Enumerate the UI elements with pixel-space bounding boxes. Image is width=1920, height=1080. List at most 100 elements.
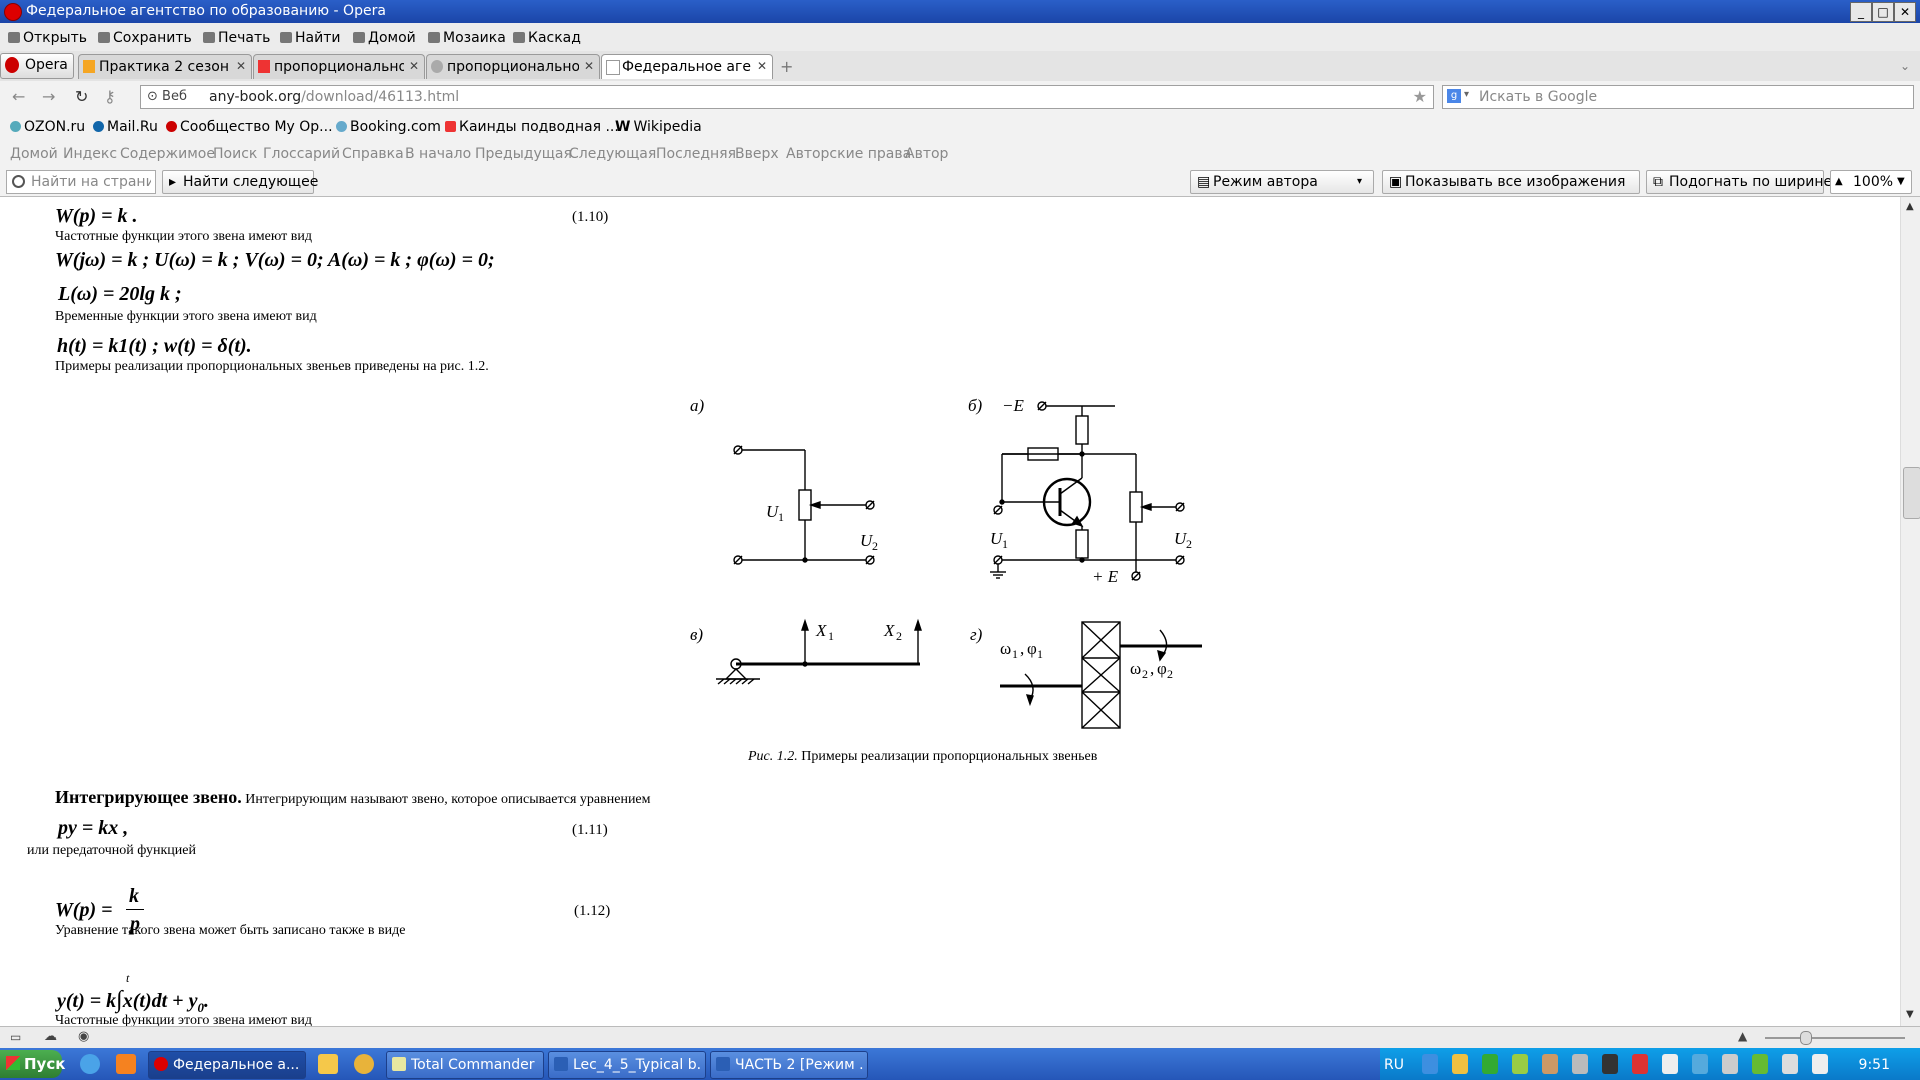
nav-link-help[interactable]: Справка — [342, 146, 404, 162]
monitor-icon[interactable] — [1602, 1054, 1618, 1074]
tray-icon[interactable] — [1422, 1054, 1438, 1074]
minimize-button[interactable]: _ — [1850, 2, 1872, 22]
close-tab-icon[interactable]: ✕ — [756, 59, 767, 73]
forward-button[interactable]: → — [42, 87, 56, 106]
menu-open[interactable]: Открыть — [8, 30, 87, 46]
bookmarks-bar: OZON.ru Mail.Ru Сообщество My Op... Book… — [0, 113, 1920, 141]
nvidia-icon[interactable] — [1752, 1054, 1768, 1074]
tray-icon[interactable] — [1512, 1054, 1528, 1074]
page-icon — [606, 60, 620, 75]
nav-link-index[interactable]: Индекс — [63, 146, 118, 162]
scroll-up-icon[interactable]: ▲ — [1906, 201, 1914, 212]
nav-link-previous[interactable]: Предыдущая — [475, 146, 572, 162]
tab-list-chevron-icon[interactable]: ⌄ — [1900, 59, 1911, 73]
turbo-icon[interactable]: ◉ — [78, 1029, 90, 1044]
zoom-out-icon[interactable]: ▲ — [1738, 1029, 1748, 1043]
zoom-slider-handle[interactable] — [1800, 1031, 1812, 1045]
google-icon[interactable]: g — [1447, 89, 1461, 103]
close-tab-icon[interactable]: ✕ — [235, 59, 246, 73]
panel-label-v: в) — [690, 625, 703, 644]
tray-icon[interactable] — [1722, 1054, 1738, 1074]
yandex-icon — [445, 121, 456, 132]
volume-icon[interactable] — [1662, 1054, 1678, 1074]
folder-icon[interactable] — [318, 1054, 338, 1074]
new-tab-button[interactable]: + — [780, 57, 794, 76]
chrome-icon[interactable] — [354, 1054, 374, 1074]
find-input[interactable]: Найти на странице — [6, 170, 156, 194]
find-next-button[interactable]: ▸ Найти следующее — [162, 170, 318, 194]
bookmark-booking[interactable]: Booking.com — [336, 119, 441, 135]
show-all-images-button[interactable]: ▣ Показывать все изображения — [1382, 170, 1640, 194]
internet-explorer-icon[interactable] — [80, 1054, 100, 1074]
search-engine-chevron-icon[interactable]: ▾ — [1464, 89, 1470, 100]
maximize-button[interactable]: □ — [1872, 2, 1894, 22]
tray-icon[interactable] — [1452, 1054, 1468, 1074]
key-icon[interactable]: ⚷ — [104, 87, 116, 106]
chevron-down-icon: ▾ — [1357, 176, 1363, 187]
bookmark-my-opera[interactable]: Сообщество My Op... — [166, 119, 333, 135]
menu-mosaic[interactable]: Мозаика — [428, 30, 506, 46]
back-button[interactable]: ← — [12, 87, 26, 106]
nav-link-up[interactable]: Вверх — [735, 146, 779, 162]
cloud-icon[interactable]: ☁ — [44, 1029, 57, 1044]
start-button[interactable]: Пуск — [0, 1050, 65, 1078]
equation-number: (1.11) — [572, 822, 608, 838]
tray-icon[interactable] — [1632, 1054, 1648, 1074]
taskbar-item-lecture[interactable]: Lec_4_5_Typical b... — [548, 1051, 706, 1079]
close-button[interactable]: ✕ — [1894, 2, 1916, 22]
web-badge[interactable]: ⊙ Веб — [147, 89, 187, 104]
scroll-down-icon[interactable]: ▼ — [1906, 1009, 1914, 1020]
menu-home[interactable]: Домой — [353, 30, 416, 46]
nav-link-glossary[interactable]: Глоссарий — [263, 146, 341, 162]
nav-link-home[interactable]: Домой — [10, 146, 58, 162]
search-input[interactable]: g ▾ Искать в Google — [1442, 85, 1914, 109]
tab-proportional-1[interactable]: пропорционально... ✕ — [253, 54, 425, 79]
printer-icon[interactable] — [1572, 1054, 1588, 1074]
nav-link-copyright[interactable]: Авторские права — [786, 146, 912, 162]
panel-label-a: а) — [690, 396, 705, 415]
tray-icon[interactable] — [1692, 1054, 1708, 1074]
taskbar-item-total-commander[interactable]: Total Commander ... — [386, 1051, 544, 1079]
zoom-slider[interactable] — [1765, 1037, 1905, 1039]
bookmark-ozon[interactable]: OZON.ru — [10, 119, 85, 135]
scrollbar-thumb[interactable] — [1903, 467, 1920, 519]
window-title: Федеральное агентство по образованию - O… — [26, 3, 386, 19]
taskbar-item-part-2[interactable]: ЧАСТЬ 2 [Режим ... — [710, 1051, 868, 1079]
nav-link-search[interactable]: Поиск — [213, 146, 258, 162]
vertical-scrollbar[interactable]: ▲ ▼ — [1900, 197, 1920, 1026]
tray-icon[interactable] — [1542, 1054, 1558, 1074]
panel-toggle-icon[interactable]: ▭ — [10, 1030, 22, 1044]
close-tab-icon[interactable]: ✕ — [583, 59, 594, 73]
menu-print[interactable]: Печать — [203, 30, 270, 46]
language-indicator[interactable]: RU — [1384, 1057, 1404, 1073]
nav-link-author[interactable]: Автор — [905, 146, 949, 162]
tab-proportional-2[interactable]: пропорционально... ✕ — [426, 54, 600, 79]
tray-icon[interactable] — [1482, 1054, 1498, 1074]
fit-to-width-button[interactable]: ⧉ Подогнать по ширине — [1646, 170, 1832, 194]
mosaic-icon — [428, 32, 440, 43]
nav-link-contents[interactable]: Содержимое — [120, 146, 215, 162]
close-tab-icon[interactable]: ✕ — [408, 59, 419, 73]
nav-link-next[interactable]: Следующая — [569, 146, 657, 162]
menu-cascade[interactable]: Каскад — [513, 30, 581, 46]
bookmark-kaindy[interactable]: Каинды подводная ... — [445, 119, 619, 135]
network-icon[interactable] — [1812, 1054, 1828, 1074]
reload-button[interactable]: ↻ — [75, 87, 89, 106]
clock[interactable]: 9:51 — [1858, 1057, 1890, 1073]
zoom-select[interactable]: ▲ 100% ▼ — [1830, 170, 1912, 194]
opera-menu-button[interactable]: Opera — [0, 53, 74, 79]
media-player-icon[interactable] — [116, 1054, 136, 1074]
taskbar-item-opera[interactable]: Федеральное а... — [148, 1051, 306, 1079]
nav-link-last[interactable]: Последняя — [656, 146, 737, 162]
author-mode-select[interactable]: ▤ Режим автора ▾ — [1190, 170, 1374, 194]
menu-find[interactable]: Найти — [280, 30, 340, 46]
bookmark-mailru[interactable]: Mail.Ru — [93, 119, 158, 135]
address-bar[interactable]: ⊙ Веб any-book.org/download/46113.html ★ — [140, 85, 1434, 109]
tab-practice[interactable]: Практика 2 сезон ... ✕ — [78, 54, 252, 79]
tab-federal-agency[interactable]: Федеральное аген... ✕ — [601, 54, 773, 79]
nav-link-first[interactable]: В начало — [405, 146, 472, 162]
speaker-icon[interactable] — [1782, 1054, 1798, 1074]
bookmark-star-icon[interactable]: ★ — [1412, 87, 1427, 106]
menu-save[interactable]: Сохранить — [98, 30, 192, 46]
